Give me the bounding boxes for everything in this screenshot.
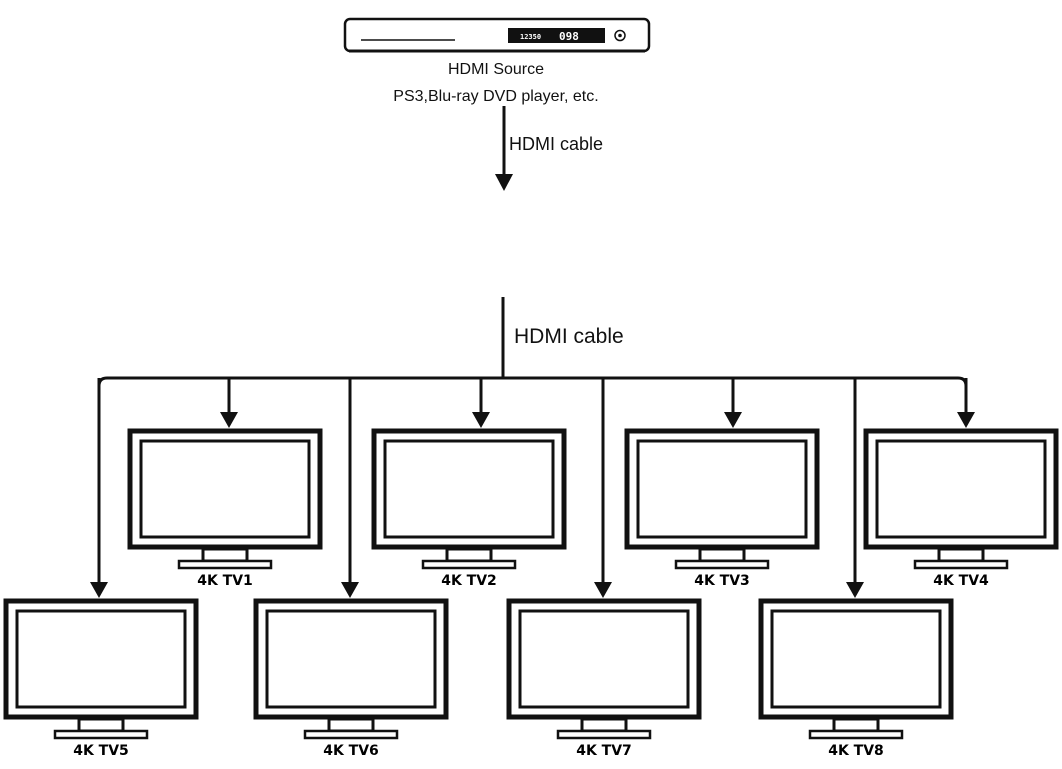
dvd-player-icon: 12350 098 [343,17,651,53]
tv-label: 4K TV5 [73,743,129,759]
tv-2-icon: 4K TV2 [371,428,567,589]
source-title: HDMI Source [448,61,544,78]
tv-label: 4K TV3 [694,573,750,589]
tv-label: 4K TV7 [576,743,632,759]
device-display-large: 098 [559,30,579,43]
cable-label-top: HDMI cable [509,134,603,154]
distribution-drops [90,378,975,598]
cable-drop-arrow [957,378,975,428]
tv-3-icon: 4K TV3 [624,428,820,589]
tv-6-icon: 4K TV6 [253,598,449,759]
tv-label: 4K TV2 [441,573,497,589]
cable-label-bottom: HDMI cable [514,325,624,348]
cable-drop-arrow [724,378,742,428]
tv-label: 4K TV4 [933,573,989,589]
cable-drop-arrow [846,378,864,598]
tv-1-icon: 4K TV1 [127,428,323,589]
source-subtitle: PS3,Blu-ray DVD player, etc. [393,88,598,105]
tv-label: 4K TV1 [197,573,253,589]
cable-drop-arrow [472,378,490,428]
cable-drop-arrow [90,378,108,598]
device-display-small: 12350 [520,33,541,41]
cable-drop-arrow [220,378,238,428]
cable-drop-arrow [341,378,359,598]
tv-5-icon: 4K TV5 [3,598,199,759]
tv-group: 4K TV1 4K TV2 4K TV3 4K TV4 4K TV5 4K TV6 4K T… [3,428,1059,759]
source-cable-arrow [495,106,513,191]
tv-label: 4K TV8 [828,743,884,759]
tv-8-icon: 4K TV8 [758,598,954,759]
cable-drop-arrow [594,378,612,598]
tv-label: 4K TV6 [323,743,379,759]
tv-4-icon: 4K TV4 [863,428,1059,589]
tv-7-icon: 4K TV7 [506,598,702,759]
